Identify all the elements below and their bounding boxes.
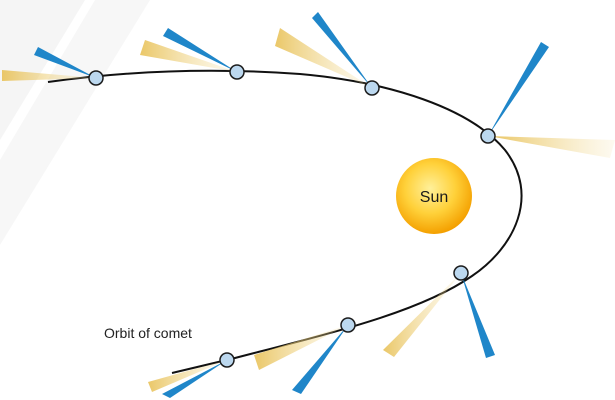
comet-nucleus (219, 352, 235, 368)
ion-tail (162, 360, 227, 398)
comet-nucleus (364, 80, 380, 96)
dust-tail (254, 325, 348, 370)
dust-tail (275, 28, 372, 88)
ion-tail (488, 42, 549, 136)
comet-nucleus (229, 64, 245, 80)
ion-tail (163, 28, 237, 72)
comet-position-7 (148, 352, 235, 398)
dust-tail (148, 360, 227, 392)
orbit-label: Orbit of comet (104, 325, 192, 341)
sun: Sun (396, 158, 472, 234)
sun-label: Sun (420, 189, 448, 206)
dust-tail (488, 136, 615, 158)
dust-tail (2, 70, 96, 81)
ion-tail (292, 325, 348, 394)
ion-tail (312, 12, 372, 88)
comet-position-1 (2, 47, 104, 86)
comet-nucleus (453, 265, 469, 281)
ion-tail (461, 273, 495, 358)
comet-position-6 (254, 317, 356, 394)
comet-position-3 (275, 12, 380, 96)
dust-tail (383, 273, 461, 357)
comet-position-4 (480, 42, 615, 158)
dust-tail (140, 40, 237, 72)
sun-disk (396, 158, 472, 234)
comet-nucleus (88, 70, 104, 86)
background-wedges (0, 0, 150, 245)
comet-position-2 (140, 28, 245, 80)
comet-nucleus (480, 128, 496, 144)
ion-tail (34, 47, 96, 78)
comet-position-5 (383, 265, 495, 358)
comet-nucleus (340, 317, 356, 333)
